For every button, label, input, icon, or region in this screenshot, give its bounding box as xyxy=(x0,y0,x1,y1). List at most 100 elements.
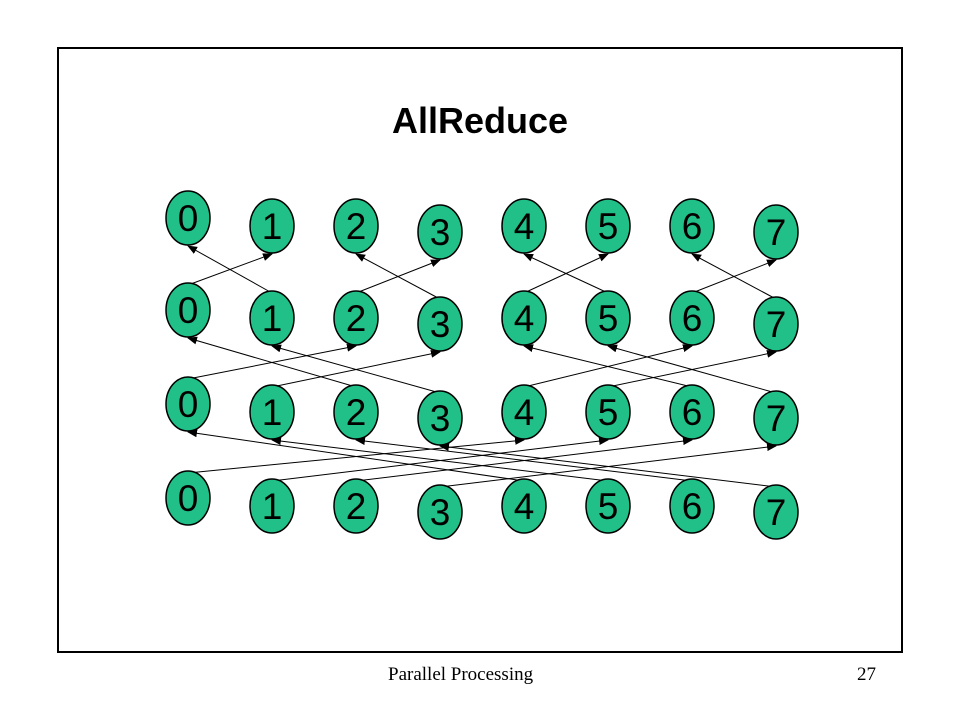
node-row3-5: 5 xyxy=(585,478,631,534)
node-label: 1 xyxy=(262,206,283,247)
edge-r3-5-to-r2-1 xyxy=(271,437,609,482)
node-circle xyxy=(417,484,463,540)
node-circle xyxy=(165,470,211,526)
node-row0-5: 5 xyxy=(585,198,631,254)
node-label: 4 xyxy=(514,392,535,433)
node-row1-4: 4 xyxy=(501,290,547,346)
node-label: 6 xyxy=(682,392,703,433)
node-circle xyxy=(249,384,295,440)
node-row2-3: 3 xyxy=(417,390,463,446)
node-row3-0: 0 xyxy=(165,470,211,526)
node-row2-5: 5 xyxy=(585,384,631,440)
node-circle xyxy=(501,198,547,254)
node-row3-3: 3 xyxy=(417,484,463,540)
node-row3-6: 6 xyxy=(669,478,715,534)
node-label: 7 xyxy=(766,398,787,439)
node-circle xyxy=(333,478,379,534)
node-row0-3: 3 xyxy=(417,204,463,260)
node-circle xyxy=(249,478,295,534)
node-circle xyxy=(669,384,715,440)
node-label: 7 xyxy=(766,304,787,345)
node-label: 4 xyxy=(514,298,535,339)
node-row1-6: 6 xyxy=(669,290,715,346)
page-number: 27 xyxy=(857,664,876,685)
node-label: 5 xyxy=(598,392,619,433)
node-circle xyxy=(249,290,295,346)
node-circle xyxy=(333,290,379,346)
edge-r2-7-to-r1-5 xyxy=(607,344,777,394)
node-row3-2: 2 xyxy=(333,478,379,534)
node-label: 3 xyxy=(430,398,451,439)
node-label: 6 xyxy=(682,486,703,527)
node-row3-4: 4 xyxy=(501,478,547,534)
node-row3-7: 7 xyxy=(753,484,799,540)
node-circle xyxy=(753,484,799,540)
node-circle xyxy=(417,204,463,260)
node-row2-7: 7 xyxy=(753,390,799,446)
node-label: 1 xyxy=(262,486,283,527)
node-circle xyxy=(165,282,211,338)
edge-r3-4-to-r2-0 xyxy=(187,429,525,482)
node-label: 2 xyxy=(346,298,367,339)
node-row0-4: 4 xyxy=(501,198,547,254)
node-circle xyxy=(249,198,295,254)
node-circle xyxy=(585,290,631,346)
node-row2-0: 0 xyxy=(165,376,211,432)
node-circle xyxy=(753,204,799,260)
node-row0-7: 7 xyxy=(753,204,799,260)
node-label: 5 xyxy=(598,298,619,339)
slide-title: AllReduce xyxy=(391,100,569,141)
node-row2-4: 4 xyxy=(501,384,547,440)
node-label: 5 xyxy=(598,206,619,247)
edge-r3-6-to-r2-2 xyxy=(355,437,693,482)
node-circle xyxy=(501,384,547,440)
edge-r2-3-to-r1-1 xyxy=(271,344,441,394)
node-label: 6 xyxy=(682,298,703,339)
node-row1-5: 5 xyxy=(585,290,631,346)
node-circle xyxy=(333,198,379,254)
node-label: 3 xyxy=(430,492,451,533)
edges-layer xyxy=(187,245,777,488)
node-label: 4 xyxy=(514,486,535,527)
node-circle xyxy=(501,478,547,534)
node-row2-2: 2 xyxy=(333,384,379,440)
node-circle xyxy=(333,384,379,440)
node-row1-0: 0 xyxy=(165,282,211,338)
node-row1-7: 7 xyxy=(753,296,799,352)
node-circle xyxy=(669,290,715,346)
node-circle xyxy=(585,198,631,254)
node-label: 0 xyxy=(178,478,199,519)
edge-r1-5-to-r0-4 xyxy=(523,253,609,294)
node-label: 0 xyxy=(178,384,199,425)
edge-r3-7-to-r2-3 xyxy=(439,443,777,488)
edge-r2-6-to-r1-4 xyxy=(523,344,693,388)
node-row0-0: 0 xyxy=(165,190,211,246)
node-row2-1: 1 xyxy=(249,384,295,440)
edge-r1-7-to-r0-6 xyxy=(691,253,777,300)
node-circle xyxy=(585,478,631,534)
node-row0-1: 1 xyxy=(249,198,295,254)
node-row1-2: 2 xyxy=(333,290,379,346)
node-circle xyxy=(669,198,715,254)
node-circle xyxy=(501,290,547,346)
footer-text: Parallel Processing xyxy=(388,664,534,685)
edge-r2-2-to-r1-0 xyxy=(187,336,357,388)
node-label: 0 xyxy=(178,290,199,331)
node-label: 4 xyxy=(514,206,535,247)
node-circle xyxy=(753,296,799,352)
node-circle xyxy=(417,296,463,352)
node-row0-2: 2 xyxy=(333,198,379,254)
node-label: 7 xyxy=(766,492,787,533)
edge-r1-1-to-r0-0 xyxy=(187,245,273,294)
node-circle xyxy=(417,390,463,446)
node-circle xyxy=(753,390,799,446)
node-label: 1 xyxy=(262,298,283,339)
node-label: 7 xyxy=(766,212,787,253)
node-label: 6 xyxy=(682,206,703,247)
node-row1-1: 1 xyxy=(249,290,295,346)
node-label: 1 xyxy=(262,392,283,433)
node-row1-3: 3 xyxy=(417,296,463,352)
node-row2-6: 6 xyxy=(669,384,715,440)
